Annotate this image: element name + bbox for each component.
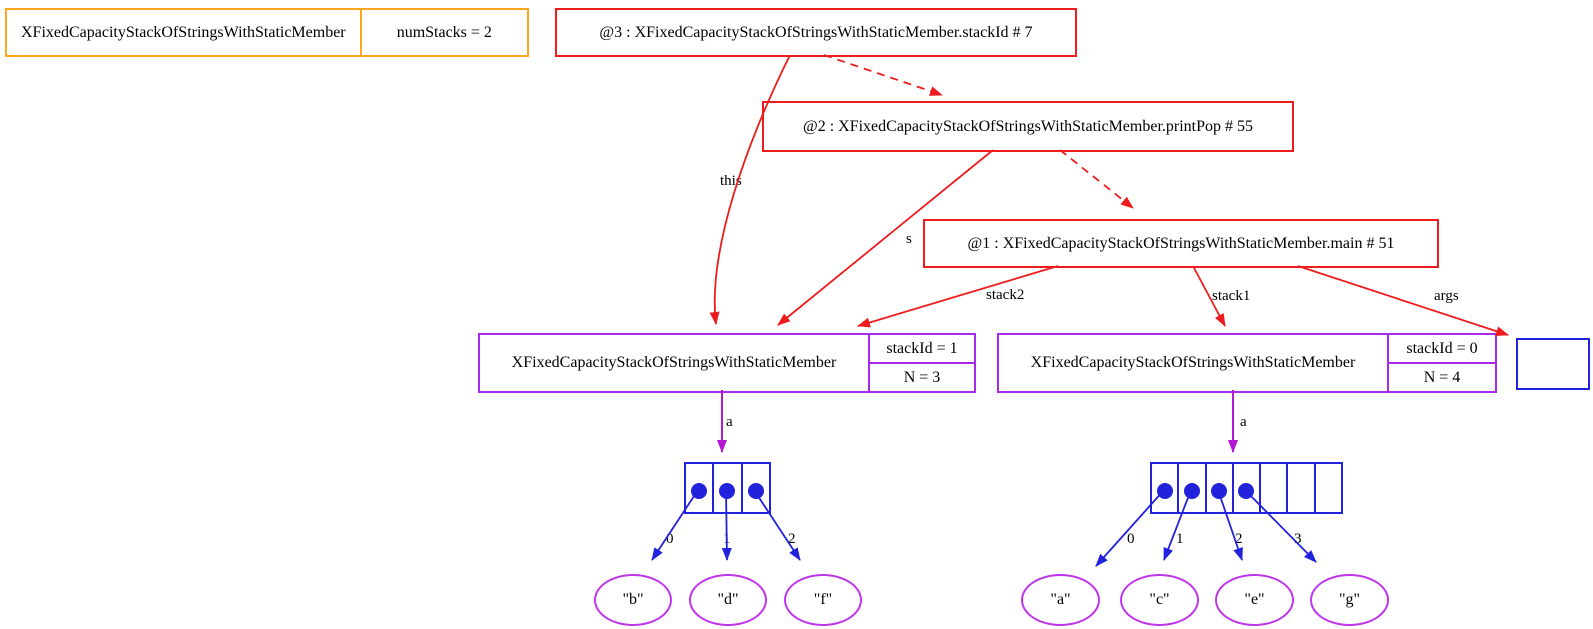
pointer-dot bbox=[1238, 482, 1255, 499]
args-array-box bbox=[1516, 338, 1590, 390]
array-cell bbox=[1204, 464, 1232, 512]
edge-label-a-left: a bbox=[726, 414, 733, 430]
string-node-d: "d" bbox=[689, 574, 767, 626]
edge-label-stack1: stack1 bbox=[1212, 288, 1251, 304]
edge-label-this: this bbox=[720, 173, 742, 189]
static-class-name: XFixedCapacityStackOfStringsWithStaticMe… bbox=[7, 10, 362, 55]
object-0-field-stackid: stackId = 0 bbox=[1389, 335, 1495, 364]
string-node-b: "b" bbox=[594, 574, 672, 626]
edge-args-pointer bbox=[1297, 265, 1509, 337]
array-cell bbox=[1313, 464, 1341, 512]
string-array-right bbox=[1150, 462, 1343, 514]
pointer-dot bbox=[747, 482, 764, 499]
object-0-fields: stackId = 0 N = 4 bbox=[1389, 335, 1495, 391]
edge-frame3-to-frame2 bbox=[823, 54, 943, 96]
string-node-f: "f" bbox=[784, 574, 862, 626]
stack-frame-printpop: @2 : XFixedCapacityStackOfStringsWithSta… bbox=[762, 101, 1294, 152]
index-label-right-3: 3 bbox=[1294, 531, 1302, 547]
array-cell bbox=[712, 464, 740, 512]
stack-object-0: XFixedCapacityStackOfStringsWithStaticMe… bbox=[997, 333, 1497, 393]
edge-frame2-to-frame1 bbox=[1059, 149, 1134, 209]
index-label-right-0: 0 bbox=[1127, 531, 1135, 547]
array-cell bbox=[1231, 464, 1259, 512]
edge-label-s: s bbox=[906, 231, 912, 247]
object-1-fields: stackId = 1 N = 3 bbox=[870, 335, 974, 391]
index-label-left-2: 2 bbox=[788, 531, 796, 547]
object-0-field-n: N = 4 bbox=[1423, 368, 1461, 386]
edge-label-stack2: stack2 bbox=[986, 287, 1025, 303]
array-cell bbox=[686, 464, 712, 512]
pointer-dot bbox=[719, 482, 736, 499]
index-label-left-1: 1 bbox=[723, 531, 731, 547]
index-label-right-1: 1 bbox=[1176, 531, 1184, 547]
stack-frame-main: @1 : XFixedCapacityStackOfStringsWithSta… bbox=[923, 219, 1439, 268]
static-field-numstacks: numStacks = 2 bbox=[396, 23, 492, 41]
edge-label-args: args bbox=[1434, 288, 1459, 304]
array-cell bbox=[1259, 464, 1286, 512]
object-0-class-name: XFixedCapacityStackOfStringsWithStaticMe… bbox=[999, 335, 1389, 391]
array-cell bbox=[740, 464, 769, 512]
array-cell bbox=[1177, 464, 1204, 512]
string-node-a: "a" bbox=[1021, 574, 1100, 626]
pointer-dot bbox=[1211, 482, 1228, 499]
string-node-g: "g" bbox=[1310, 574, 1389, 626]
object-1-class-name: XFixedCapacityStackOfStringsWithStaticMe… bbox=[480, 335, 870, 391]
stack-object-1: XFixedCapacityStackOfStringsWithStaticMe… bbox=[478, 333, 976, 393]
array-cell bbox=[1286, 464, 1313, 512]
pointer-dot bbox=[691, 482, 708, 499]
index-label-left-0: 0 bbox=[666, 531, 674, 547]
string-array-left bbox=[684, 462, 771, 514]
pointer-dot bbox=[1183, 482, 1200, 499]
edge-label-a-right: a bbox=[1240, 414, 1247, 430]
array-cell bbox=[1152, 464, 1177, 512]
object-1-field-n: N = 3 bbox=[903, 368, 941, 386]
stack-frame-stackid: @3 : XFixedCapacityStackOfStringsWithSta… bbox=[555, 8, 1077, 57]
static-class-box: XFixedCapacityStackOfStringsWithStaticMe… bbox=[5, 8, 529, 57]
string-node-c: "c" bbox=[1120, 574, 1199, 626]
index-label-right-2: 2 bbox=[1235, 531, 1243, 547]
string-node-e: "e" bbox=[1215, 574, 1294, 626]
edge-stack2-pointer bbox=[857, 265, 1059, 328]
pointer-dot bbox=[1156, 482, 1173, 499]
object-1-field-stackid: stackId = 1 bbox=[870, 335, 974, 364]
